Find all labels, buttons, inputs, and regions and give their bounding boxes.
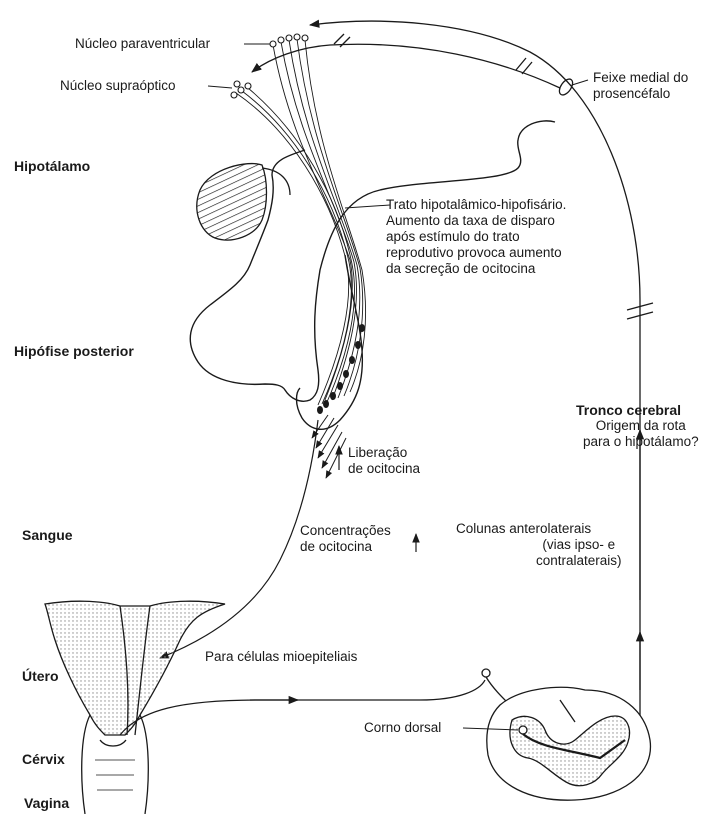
ascending-pathway [310, 21, 640, 690]
label-concentracoes: Concentrações de ocitocina [300, 523, 391, 555]
label-utero: Útero [22, 668, 59, 684]
dorsal-root-ganglion [482, 669, 490, 677]
label-celulas: Para células mioepiteliais [205, 649, 357, 665]
label-tronco-origem: Origem da rota para o hipotálamo? [583, 418, 699, 450]
label-sangue: Sangue [22, 527, 73, 543]
label-liberacao: Liberação de ocitocina [348, 445, 420, 477]
spinal-cord [487, 687, 651, 800]
hatched-region [197, 164, 267, 240]
label-corno-dorsal: Corno dorsal [364, 720, 441, 736]
supraoptic-branch [252, 44, 560, 88]
label-vagina: Vagina [24, 795, 69, 811]
label-hipofise-posterior: Hipófise posterior [14, 343, 134, 359]
label-trato: Trato hipotalâmico-hipofisário. Aumento … [386, 197, 566, 277]
uterus-drawing [45, 601, 225, 814]
label-nucleo-paraventricular: Núcleo paraventricular [75, 36, 210, 52]
label-colunas: Colunas anterolaterais [456, 521, 591, 537]
label-hipotalamo: Hipotálamo [14, 158, 90, 174]
label-tronco-cerebral: Tronco cerebral [576, 402, 681, 418]
label-nucleo-supraoptico: Núcleo supraóptico [60, 78, 176, 94]
label-feixe-medial: Feixe medial do prosencéfalo [593, 70, 688, 102]
label-vias: (vias ipso- e contralaterais) [536, 537, 622, 569]
paraventricular-cells [270, 34, 308, 47]
label-cervix: Cérvix [22, 751, 65, 767]
